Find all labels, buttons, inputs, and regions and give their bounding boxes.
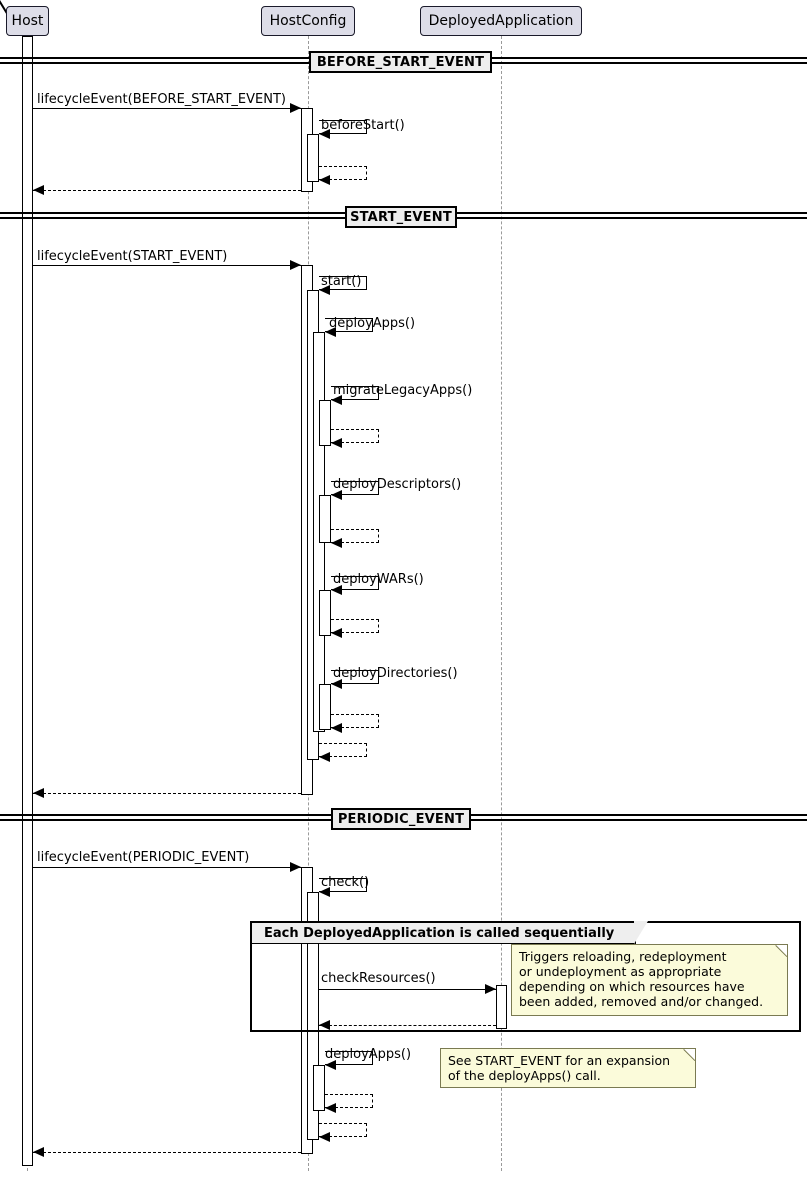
activation-bar-a-cfg-12 [313, 1065, 325, 1111]
arrowhead-m9 [331, 438, 342, 448]
group-tab-label-each-deployed-application: Each DeployedApplication is called seque… [264, 926, 615, 941]
self-call-m24 [319, 1123, 367, 1137]
divider-periodic: PERIODIC_EVENT [331, 808, 471, 830]
activation-bar-a-cfg-6 [319, 400, 331, 446]
arrowhead-m3 [319, 175, 330, 185]
message-line-m18 [33, 867, 301, 868]
self-call-m19 [319, 878, 367, 892]
message-label-m8: migrateLegacyApps() [333, 383, 473, 398]
arrowhead-m1 [290, 103, 301, 113]
message-label-m1: lifecycleEvent(BEFORE_START_EVENT) [37, 92, 286, 107]
arrowhead-m24 [319, 1132, 330, 1142]
arrowhead-m20 [485, 984, 496, 994]
self-call-m9 [331, 429, 379, 443]
self-call-m22 [325, 1051, 373, 1065]
self-call-m2 [319, 120, 367, 134]
arrowhead-m17 [33, 788, 44, 798]
self-call-m16 [319, 743, 367, 757]
self-call-m12 [331, 576, 379, 590]
groups-layer: Each DeployedApplication is called seque… [0, 0, 807, 1032]
participant-config[interactable]: HostConfig [261, 6, 355, 36]
arrowhead-m4 [33, 185, 44, 195]
message-line-m4 [33, 190, 301, 191]
arrowhead-m5 [290, 260, 301, 270]
activation-bar-a-cfg-9 [319, 684, 331, 730]
message-line-m25 [33, 1152, 301, 1153]
self-call-m23 [325, 1094, 373, 1108]
message-label-m19: check() [321, 875, 370, 890]
self-call-m14 [331, 670, 379, 684]
divider-start: START_EVENT [345, 206, 457, 228]
divider-label: START_EVENT [350, 209, 452, 225]
arrowhead-m23 [325, 1103, 336, 1113]
self-call-m13 [331, 619, 379, 633]
activation-bar-a-cfg-8 [319, 590, 331, 636]
arrowhead-m7 [325, 327, 336, 337]
activation-bar-a-cfg-2 [307, 134, 319, 182]
arrowhead-m19 [319, 887, 330, 897]
arrowhead-m11 [331, 538, 342, 548]
message-line-m20 [319, 989, 496, 990]
arrowhead-m6 [319, 285, 330, 295]
self-call-m11 [331, 529, 379, 543]
arrowhead-m21 [319, 1020, 330, 1030]
message-label-m12: deployWARs() [333, 572, 424, 587]
arrowhead-m8 [331, 395, 342, 405]
message-label-m22: deployApps() [325, 1047, 412, 1062]
participant-deploy[interactable]: DeployedApplication [420, 6, 582, 36]
activation-bar-a-dep-1 [496, 985, 507, 1029]
note-fold-corner [684, 1049, 695, 1060]
divider-before-start: BEFORE_START_EVENT [309, 51, 492, 73]
message-label-m7: deployApps() [329, 316, 416, 331]
self-call-m10 [331, 481, 379, 495]
message-label-m10: deployDescriptors() [333, 477, 462, 492]
message-label-m6: start() [321, 274, 362, 289]
message-line-m5 [33, 265, 301, 266]
message-label-m2: beforeStart() [321, 118, 405, 133]
arrowhead-m2 [319, 129, 330, 139]
participant-host[interactable]: Host [6, 6, 49, 36]
lifeline-deploy [501, 36, 502, 1171]
self-call-m15 [331, 714, 379, 728]
self-call-m6 [319, 276, 367, 290]
divider-label: PERIODIC_EVENT [337, 811, 465, 827]
arrowhead-m16 [319, 752, 330, 762]
message-line-m17 [33, 793, 301, 794]
message-label-m18: lifecycleEvent(PERIODIC_EVENT) [37, 850, 250, 865]
self-call-m8 [331, 386, 379, 400]
note-check-resources-note: Triggers reloading, redeployment or unde… [511, 944, 788, 1016]
activation-bar-a-host-1 [22, 36, 33, 1166]
arrowhead-m14 [331, 679, 342, 689]
arrowhead-m18 [290, 862, 301, 872]
message-label-m14: deployDirectories() [333, 666, 458, 681]
participant-label: DeployedApplication [428, 13, 574, 29]
message-label-m5: lifecycleEvent(START_EVENT) [37, 249, 228, 264]
message-line-m1 [33, 108, 301, 109]
participant-label: Host [11, 13, 44, 29]
arrowhead-m15 [331, 723, 342, 733]
arrowhead-m13 [331, 628, 342, 638]
activation-bar-a-cfg-7 [319, 495, 331, 543]
arrowhead-m22 [325, 1060, 336, 1070]
self-call-m7 [325, 318, 373, 332]
divider-label: BEFORE_START_EVENT [316, 54, 485, 70]
note-fold-corner [776, 945, 787, 956]
arrowhead-m12 [331, 585, 342, 595]
group-tab-notch [634, 921, 648, 944]
arrowhead-m25 [33, 1147, 44, 1157]
participant-label: HostConfig [269, 13, 347, 29]
message-line-m21 [319, 1025, 496, 1026]
message-label-m20: checkResources() [321, 971, 436, 986]
note-deploy-apps-note: See START_EVENT for an expansion of the … [440, 1048, 696, 1088]
self-call-m3 [319, 166, 367, 180]
arrowhead-m10 [331, 490, 342, 500]
